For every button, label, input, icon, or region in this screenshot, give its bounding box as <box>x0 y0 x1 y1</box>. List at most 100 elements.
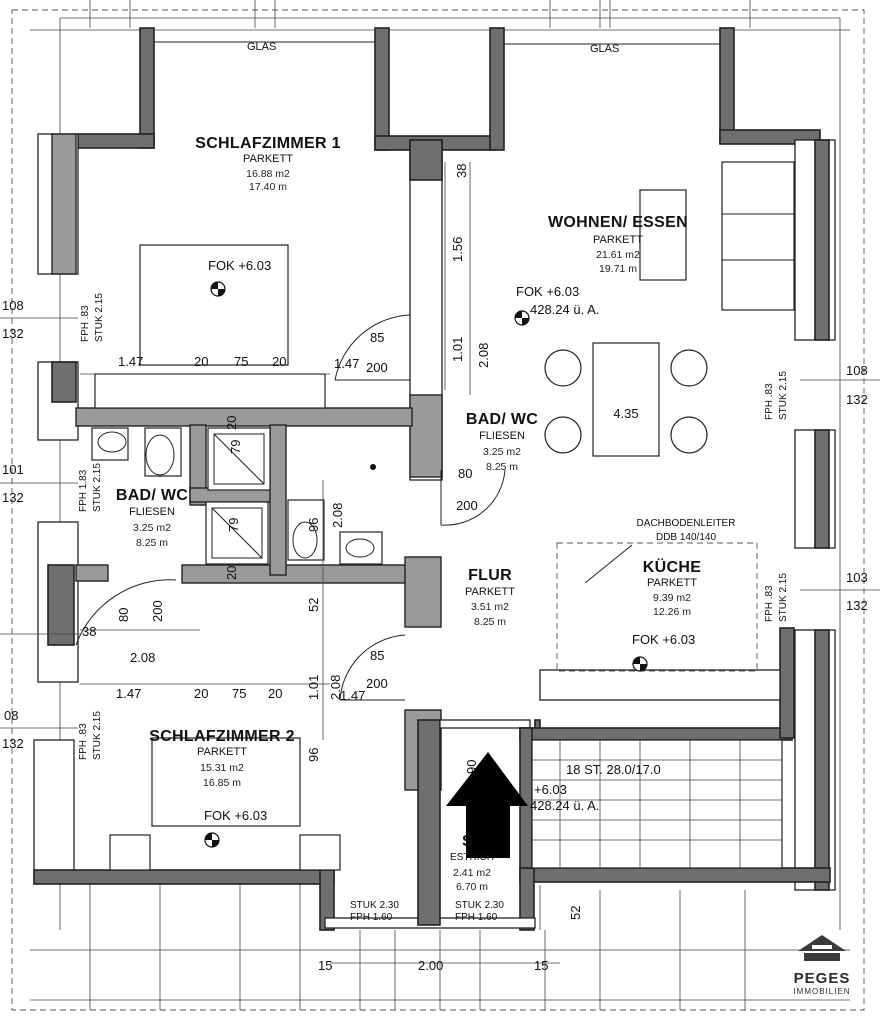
svg-text:38: 38 <box>454 164 469 178</box>
brand-name: PEGES <box>793 970 851 987</box>
svg-text:16.88 m2: 16.88 m2 <box>246 168 290 180</box>
svg-text:75: 75 <box>232 686 246 701</box>
chair <box>670 416 708 454</box>
glas-label-right: GLAS <box>590 43 619 55</box>
svg-text:200: 200 <box>366 360 388 375</box>
room-schlafzimmer-2: SCHLAFZIMMER 2 PARKETT 15.31 m2 16.85 m <box>149 728 294 789</box>
svg-text:BAD/ WC: BAD/ WC <box>466 411 538 428</box>
svg-text:38: 38 <box>82 624 96 639</box>
room-bad-wc-right: BAD/ WC FLIESEN 3.25 m2 8.25 m <box>466 411 538 473</box>
room-schlafzimmer-1: SCHLAFZIMMER 1 PARKETT 16.88 m2 17.40 m <box>195 135 340 193</box>
level-marker-icon <box>204 281 648 848</box>
svg-text:15: 15 <box>318 958 332 973</box>
bed-1 <box>139 244 289 366</box>
bed-2 <box>151 737 301 827</box>
svg-text:FLIESEN: FLIESEN <box>479 430 525 442</box>
svg-text:PARKETT: PARKETT <box>243 153 293 165</box>
svg-text:PARKETT: PARKETT <box>647 577 697 589</box>
stuk-left-top: STUK 2.15 <box>94 293 105 342</box>
svg-text:6.70 m: 6.70 m <box>456 881 488 893</box>
stuk-right-top: STUK 2.15 <box>778 371 789 420</box>
svg-text:FLUR: FLUR <box>468 567 512 584</box>
dining-table <box>592 342 660 457</box>
fph-left-top: FPH .83 <box>80 305 91 342</box>
svg-text:KÜCHE: KÜCHE <box>643 557 701 576</box>
dimension-labels: 108 132 101 132 08 132 108 132 103 132 1… <box>2 164 868 973</box>
roof-rafters <box>89 0 751 1010</box>
svg-text:1.56: 1.56 <box>450 237 465 262</box>
stuk-left-bottom: STUK 2.15 <box>92 711 103 760</box>
svg-text:200: 200 <box>150 600 165 622</box>
chair <box>544 349 582 387</box>
room-kueche: KÜCHE PARKETT 9.39 m2 12.26 m <box>643 557 701 618</box>
svg-text:2.41 m2: 2.41 m2 <box>453 867 491 879</box>
svg-text:08: 08 <box>4 708 18 723</box>
svg-text:96: 96 <box>306 518 321 532</box>
svg-text:BAD/ WC: BAD/ WC <box>116 487 188 504</box>
svg-text:132: 132 <box>2 326 24 341</box>
svg-text:19.71 m: 19.71 m <box>599 263 637 275</box>
room-stiege: S ESTRICH 2.41 m2 6.70 m <box>450 833 494 893</box>
svg-text:PARKETT: PARKETT <box>465 586 515 598</box>
svg-text:PARKETT: PARKETT <box>593 234 643 246</box>
fok-label-1: FOK +6.03 <box>208 258 271 273</box>
coffee-table <box>639 189 687 281</box>
svg-text:20: 20 <box>268 686 282 701</box>
svg-text:52: 52 <box>568 906 583 920</box>
fok-label-kueche: FOK +6.03 <box>632 632 695 647</box>
svg-text:FLIESEN: FLIESEN <box>129 506 175 518</box>
svg-text:200: 200 <box>366 676 388 691</box>
table-dimension: 4.35 <box>613 406 638 421</box>
svg-text:S: S <box>462 833 473 850</box>
fph-left-bottom: FPH .83 <box>78 723 89 760</box>
svg-text:2.08: 2.08 <box>330 503 345 528</box>
sink <box>91 427 129 461</box>
fph-left-mid: FPH 1.83 <box>78 469 89 512</box>
height-label: 428.24 ü. A. <box>530 302 599 317</box>
fok-label-wohnen: FOK +6.03 <box>516 284 579 299</box>
arrow-up-icon <box>446 752 528 858</box>
fok-label-2: FOK +6.03 <box>204 808 267 823</box>
chair <box>544 416 582 454</box>
svg-text:85: 85 <box>370 330 384 345</box>
svg-text:2.08: 2.08 <box>130 650 155 665</box>
svg-text:3.51 m2: 3.51 m2 <box>471 601 509 613</box>
svg-text:2.00: 2.00 <box>418 958 443 973</box>
svg-text:21.61 m2: 21.61 m2 <box>596 249 640 261</box>
svg-text:20: 20 <box>224 416 239 430</box>
svg-text:132: 132 <box>2 490 24 505</box>
svg-text:52: 52 <box>306 598 321 612</box>
svg-text:1.47: 1.47 <box>116 686 141 701</box>
stair-count-label: 18 ST. 28.0/17.0 <box>566 762 661 777</box>
svg-text:9.39 m2: 9.39 m2 <box>653 592 691 604</box>
svg-text:108: 108 <box>846 363 868 378</box>
svg-text:103: 103 <box>846 570 868 585</box>
stair-height-label: 428.24 ü. A. <box>530 798 599 813</box>
svg-text:79: 79 <box>226 518 241 532</box>
svg-text:132: 132 <box>846 598 868 613</box>
svg-text:80: 80 <box>116 608 131 622</box>
roof-outline <box>11 9 865 1011</box>
svg-text:20: 20 <box>194 354 208 369</box>
sink-2 <box>339 531 383 565</box>
svg-text:200: 200 <box>456 498 478 513</box>
svg-text:80: 80 <box>458 466 472 481</box>
svg-text:17.40 m: 17.40 m <box>249 181 287 193</box>
svg-text:15.31 m2: 15.31 m2 <box>200 762 244 774</box>
ladder-size-label: DDB 140/140 <box>656 532 716 543</box>
stuk-bottom-right: STUK 2.30 <box>455 900 504 911</box>
svg-text:1.47: 1.47 <box>334 356 359 371</box>
svg-text:1.47: 1.47 <box>118 354 143 369</box>
svg-text:75: 75 <box>234 354 248 369</box>
wardrobe-1 <box>94 373 326 409</box>
house-logo-icon <box>798 935 846 961</box>
attic-ladder-outline <box>556 542 758 672</box>
svg-text:WOHNEN/ ESSEN: WOHNEN/ ESSEN <box>548 214 688 231</box>
svg-text:1.01: 1.01 <box>450 337 465 362</box>
glas-label-left: GLAS <box>247 41 276 53</box>
fph-right-top: FPH .83 <box>764 383 775 420</box>
svg-text:132: 132 <box>2 736 24 751</box>
stuk-bottom-left: STUK 2.30 <box>350 900 399 911</box>
svg-text:8.25 m: 8.25 m <box>486 461 518 473</box>
svg-text:8.25 m: 8.25 m <box>136 537 168 549</box>
